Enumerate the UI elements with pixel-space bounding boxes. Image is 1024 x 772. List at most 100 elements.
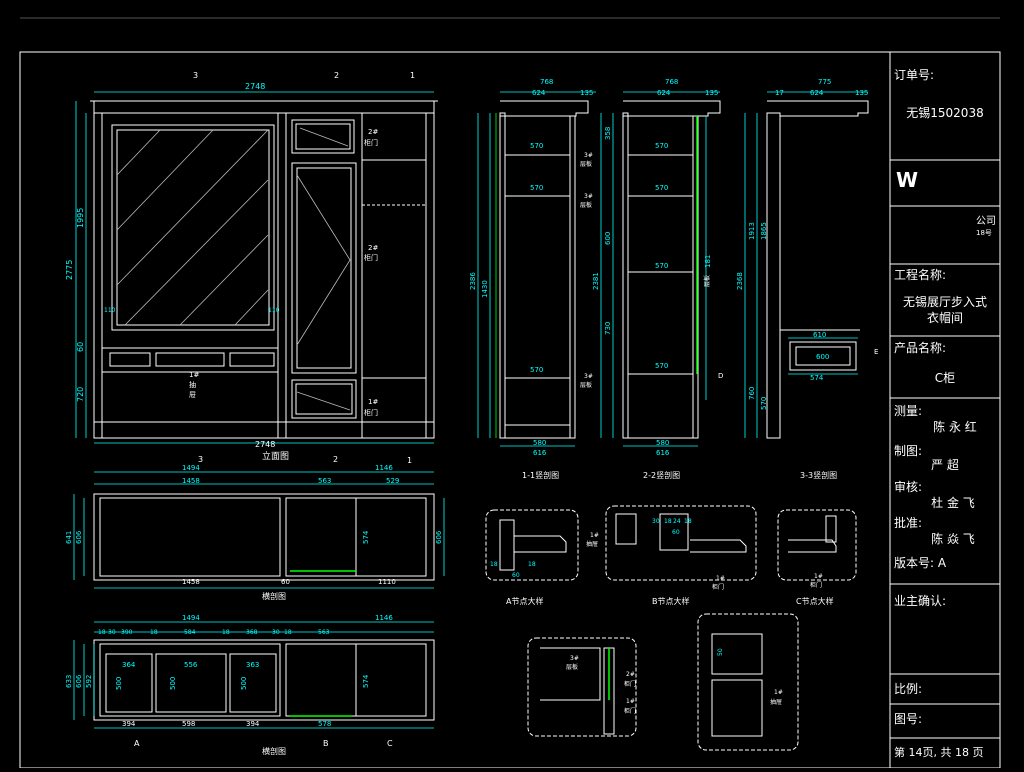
s3-top-c: 624 [810, 89, 824, 97]
s2-shelf-b: 570 [655, 184, 668, 192]
draw-label: 制图: [894, 444, 923, 458]
pt-left-h: 641 [65, 531, 73, 544]
pb-seg-5: 18 [222, 629, 230, 636]
plan-bottom-dim-text: 1494 1146 18 30 390 18 584 18 368 30 18 … [65, 614, 393, 728]
s1-tag-a: 3# [584, 152, 593, 159]
plan-top-dim-text: 1494 1146 1458 563 529 1458 60 1110 641 … [65, 464, 443, 586]
dd-tag-3: 1# [626, 698, 635, 705]
survey-value: 陈 永 红 [933, 420, 977, 434]
door-low [291, 379, 357, 419]
page-label: 第 14页, 共 18 页 [894, 746, 984, 759]
door-low-inner [295, 383, 353, 415]
section-2-view [622, 100, 721, 439]
dd-tag-3b: 柜门 [624, 707, 636, 715]
db-tag: 1# [716, 575, 725, 582]
pb-width-a: 1494 [182, 614, 200, 622]
elevation-body [93, 112, 435, 439]
cut-1-bottom: 1 [407, 456, 412, 465]
drawing-no-label: 图号: [894, 712, 923, 726]
s2-tag-door: 层板 [703, 275, 711, 287]
section-3-dims [744, 91, 868, 438]
s1-top-c: 135 [580, 89, 593, 97]
dd-tag-2: 2# [626, 671, 635, 678]
s2-v-total: 2381 [592, 272, 600, 290]
section-1-tags: 3# 层板 3# 层板 3# 层板 [580, 152, 593, 389]
de-dim: 50 [717, 648, 724, 656]
dim-110-left: 110 [104, 307, 116, 314]
tag-door-2-mid-b: 柜门 [364, 253, 378, 262]
section-1-dim-text: 768 624 135 580 616 2386 1430 570 570 57… [469, 78, 593, 457]
pt-width-b: 1146 [375, 464, 393, 472]
door-glass-lines [296, 127, 351, 411]
dim-height-mid: 60 [76, 342, 85, 352]
s3-top-b: 17 [775, 89, 784, 97]
s1-v-total: 2386 [469, 272, 477, 290]
db-dim-e: 60 [672, 529, 680, 536]
pt-bottom-c: 1110 [378, 578, 396, 586]
section-1-dims [477, 91, 596, 447]
plan-bottom-view [93, 639, 435, 721]
pb-seg-1: 30 [108, 629, 116, 636]
s2-marker-d: D [718, 372, 723, 380]
de-tag-b: 抽屉 [770, 698, 782, 706]
dim-overall-bottom: 2748 [255, 440, 275, 449]
dd-tag-1b: 层板 [566, 663, 578, 671]
da-dim-b: 60 [512, 572, 520, 579]
da-tag-b: 抽屉 [586, 540, 598, 548]
pb-seg-4: 584 [184, 629, 196, 636]
s2-bot-mid: 580 [656, 439, 669, 447]
dc-tag: 1# [814, 573, 823, 580]
db-dim-a: 30 [652, 518, 660, 525]
tag-drawer: 1# [189, 371, 199, 379]
s2-shelf-c: 570 [655, 262, 668, 270]
plan-top-title: 横剖图 [262, 591, 286, 601]
scale-label: 比例: [894, 682, 923, 696]
s1-tag-b: 3# [584, 193, 593, 200]
approve-value: 陈 焱 飞 [931, 532, 975, 546]
db-dim-d: 18 [684, 518, 692, 525]
draw-value: 严 超 [931, 458, 959, 472]
cut-2-top: 2 [334, 71, 339, 80]
s2-top-c: 135 [705, 89, 718, 97]
review-label: 审核: [894, 480, 923, 494]
detail-shapes [499, 513, 837, 737]
s3-v-b: 1865 [760, 222, 768, 240]
s1-top-a: 768 [540, 78, 553, 86]
s3-top-d: 135 [855, 89, 868, 97]
pb-marker-a: A [134, 739, 140, 748]
project-label: 工程名称: [894, 268, 947, 282]
sheet-border [19, 51, 1001, 769]
tag-door-1: 1# [368, 398, 378, 406]
elevation-title: 立面图 [262, 450, 289, 462]
company-fragment: 公司 [976, 216, 996, 227]
door-tall-inner [296, 167, 352, 369]
pb-marker-c: C [387, 739, 393, 748]
s1-tag-b-b: 层板 [580, 201, 592, 209]
pb-width-b: 1146 [375, 614, 393, 622]
pb-drawer-w-a: 364 [122, 661, 136, 669]
pb-seg-7: 30 [272, 629, 280, 636]
db-tag-b: 柜门 [712, 583, 724, 591]
product-value: C柜 [934, 371, 956, 385]
s3-top-a: 775 [818, 78, 831, 86]
pb-marker-b: B [323, 739, 329, 748]
s2-v-seg-a: 358 [604, 127, 612, 140]
drawer-1 [109, 352, 151, 367]
mirror-inner [116, 129, 270, 326]
tag-drawer-b: 抽 [189, 380, 196, 389]
detail-b-title: B节点大样 [652, 596, 690, 606]
pt-width-a: 1494 [182, 464, 200, 472]
tag-door-1-b: 柜门 [364, 408, 378, 417]
s1-v-mid: 1430 [481, 280, 489, 298]
dc-tag-b: 柜门 [810, 581, 822, 589]
cut-3-top: 3 [193, 71, 198, 80]
plan-bottom-markers: A B C [134, 739, 393, 748]
pb-seg-2: 390 [121, 629, 133, 636]
detail-c-title: C节点大样 [796, 596, 834, 606]
elevation-crown [93, 100, 435, 114]
s1-top-b: 624 [532, 89, 546, 97]
pt-inner-b: 563 [318, 477, 331, 485]
pb-bottom-a: 394 [122, 720, 136, 728]
dd-tag-1: 3# [570, 655, 579, 662]
pt-left-h2: 606 [75, 530, 83, 544]
